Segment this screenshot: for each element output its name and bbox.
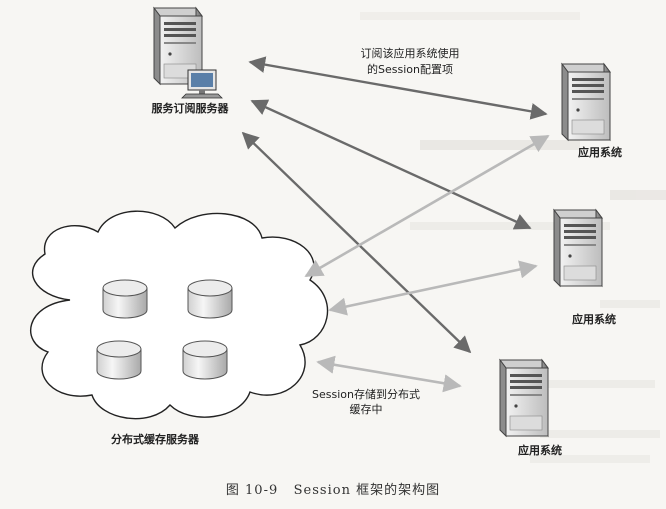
arrow-app1-to-cache <box>304 134 550 278</box>
cache-disk-4 <box>182 340 228 380</box>
server-tower-icon <box>561 63 611 141</box>
app-system-3-label: 应用系统 <box>518 443 562 457</box>
server-tower-icon <box>499 359 549 437</box>
cloud-icon <box>30 210 329 420</box>
subscribe-annotation-line-1: 订阅该应用系统使用 <box>361 46 460 60</box>
cache-disk-3 <box>96 340 142 380</box>
subscribe-annotation-line-2: 的Session配置项 <box>367 62 453 76</box>
arrow-app3-to-cache <box>316 355 462 393</box>
app-system-3: 应用系统 <box>499 359 562 457</box>
store-annotation-line-1: Session存储到分布式 <box>312 387 420 401</box>
arrow-app2-to-cache <box>328 260 538 316</box>
cache-disk-1 <box>102 279 148 319</box>
arrow-sub-to-app2 <box>250 99 532 230</box>
subscription-server: 服务订阅服务器 <box>152 7 230 115</box>
app-system-2: 应用系统 <box>553 209 616 326</box>
monitor-icon <box>181 69 223 99</box>
app-system-2-label: 应用系统 <box>572 312 616 326</box>
app-system-1-label: 应用系统 <box>578 145 622 159</box>
app-system-1: 应用系统 <box>561 63 622 159</box>
subscription-server-label: 服务订阅服务器 <box>152 101 230 115</box>
cache-arrows <box>304 134 550 393</box>
server-tower-icon <box>553 209 603 287</box>
cache-cluster-label: 分布式缓存服务器 <box>111 432 200 446</box>
cache-disk-2 <box>187 279 233 319</box>
figure-caption: 图 10-9 Session 框架的架构图 <box>226 482 440 498</box>
store-annotation-line-2: 缓存中 <box>350 402 383 416</box>
